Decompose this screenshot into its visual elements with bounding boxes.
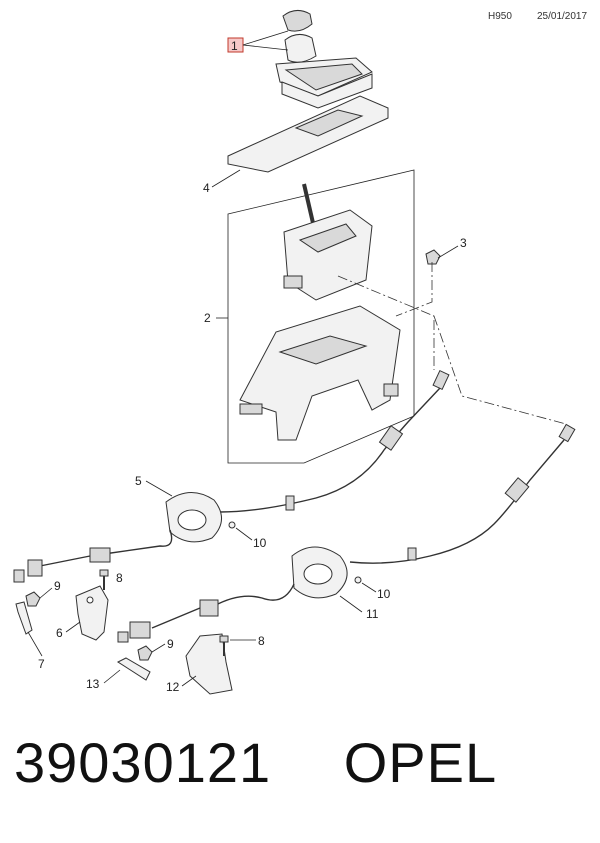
leader-3 (437, 245, 459, 259)
callout-6: 6 (56, 626, 63, 640)
leader-5 (145, 480, 173, 497)
callout-11: 11 (366, 607, 379, 621)
bracket-6 (75, 585, 109, 641)
leader-1b (242, 44, 289, 51)
leader-10b (361, 582, 377, 593)
shift-cable-5 (13, 369, 450, 583)
ref-line-a (395, 262, 433, 317)
lever-7 (15, 601, 33, 635)
bolt-8b (219, 635, 229, 656)
bracket-12 (185, 633, 233, 695)
callout-10a: 10 (253, 536, 267, 550)
diagram-code: H950 (488, 11, 512, 22)
nut-3 (425, 249, 441, 265)
callout-10b: 10 (377, 587, 391, 601)
brand-name: OPEL (343, 731, 498, 794)
ref-line-c (433, 315, 567, 425)
callout-4: 4 (203, 181, 210, 195)
selector-lever-mechanism (239, 183, 401, 441)
callout-5: 5 (135, 474, 142, 488)
nut-9b (137, 645, 153, 661)
leader-1a (242, 30, 289, 46)
leader-7 (27, 631, 43, 657)
leader-13 (103, 669, 121, 684)
callout-1: 1 (231, 39, 238, 53)
footer: 39030121 OPEL (14, 730, 497, 795)
part-number: 39030121 (14, 731, 272, 794)
callout-13: 13 (86, 677, 100, 691)
callout-9b: 9 (167, 637, 174, 651)
leader-11 (339, 595, 363, 613)
diagram-date: 25/01/2017 (537, 11, 588, 22)
lever-13 (116, 657, 151, 681)
callout-8a: 8 (116, 571, 123, 585)
washer-10a (228, 521, 236, 529)
callout-2: 2 (204, 311, 211, 325)
leader-4 (211, 169, 241, 188)
bolt-8a (99, 569, 109, 590)
shift-knob-assembly (275, 10, 373, 109)
trim-plate (227, 95, 389, 173)
leader-9a (39, 587, 53, 599)
leader-9b (151, 643, 166, 653)
leader-12 (181, 675, 197, 687)
washer-10b (354, 576, 362, 584)
leader-6 (65, 621, 81, 633)
callout-9a: 9 (54, 579, 61, 593)
callout-8b: 8 (258, 634, 265, 648)
nut-9a (25, 591, 41, 607)
callout-3: 3 (460, 236, 467, 250)
shift-cable-11 (117, 423, 576, 643)
leader-10a (235, 527, 253, 541)
callout-7: 7 (38, 657, 45, 671)
callout-12: 12 (166, 680, 180, 694)
selector-frame (227, 169, 415, 464)
